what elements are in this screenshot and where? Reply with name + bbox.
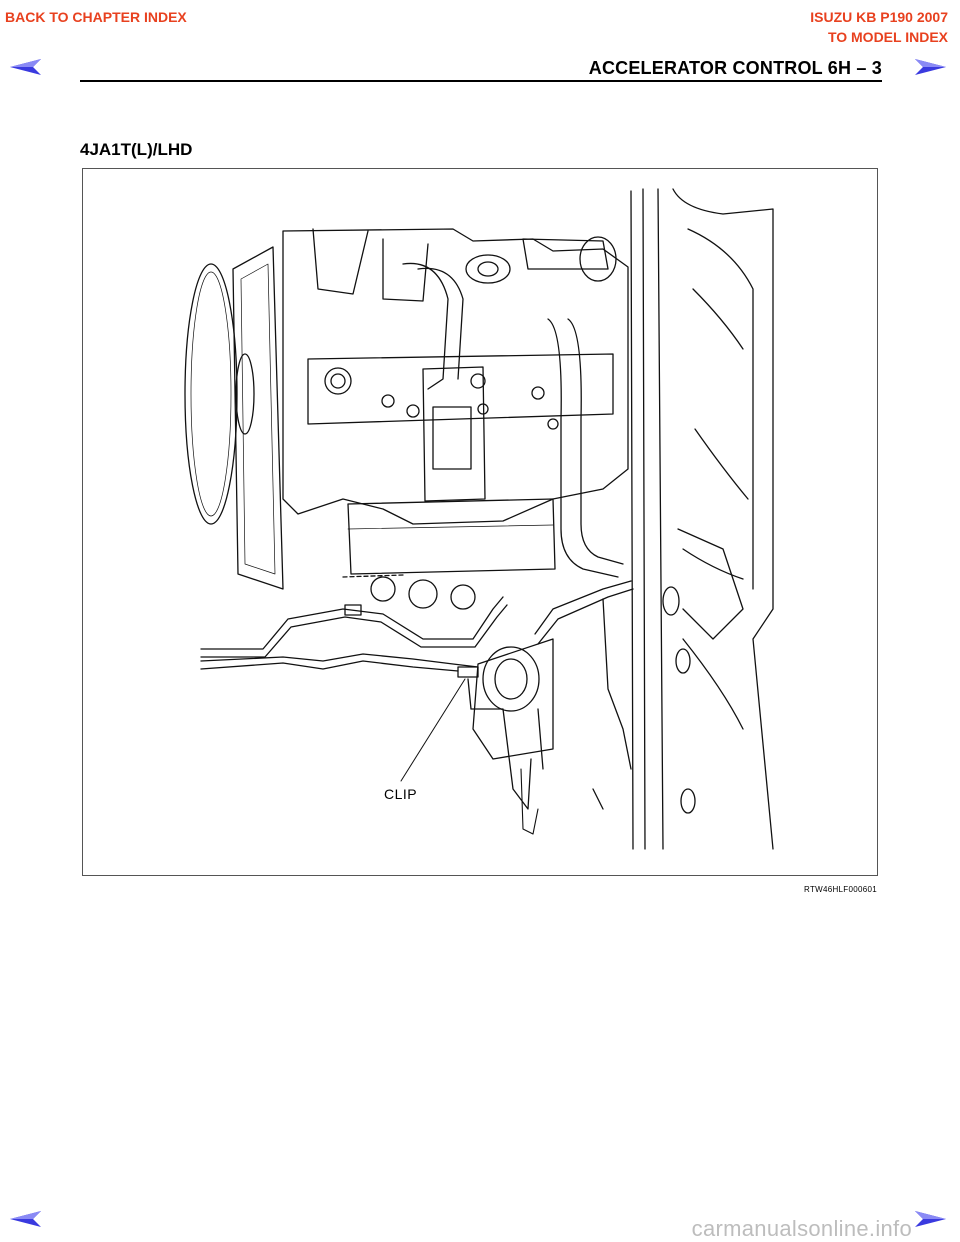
page-header-title: ACCELERATOR CONTROL 6H – 3 <box>588 58 882 78</box>
clip-callout-label: CLIP <box>384 786 418 802</box>
arrow-left-icon[interactable] <box>8 1210 42 1228</box>
section-heading: 4JA1T(L)/LHD <box>80 140 193 159</box>
figure-code: RTW46HLF000601 <box>804 885 877 894</box>
to-model-index-link[interactable]: TO MODEL INDEX <box>827 29 948 45</box>
arrow-right-icon[interactable] <box>914 1210 948 1228</box>
engine-line-drawing <box>184 188 774 850</box>
arrow-left-icon[interactable] <box>8 58 42 76</box>
model-name-link[interactable]: ISUZU KB P190 2007 <box>810 9 948 25</box>
engine-diagram-figure <box>82 168 878 876</box>
header-divider <box>80 80 882 82</box>
back-to-chapter-index-link[interactable]: BACK TO CHAPTER INDEX <box>5 9 187 25</box>
arrow-right-icon[interactable] <box>914 58 948 76</box>
watermark-text: carmanualsonline.info <box>691 1216 912 1241</box>
